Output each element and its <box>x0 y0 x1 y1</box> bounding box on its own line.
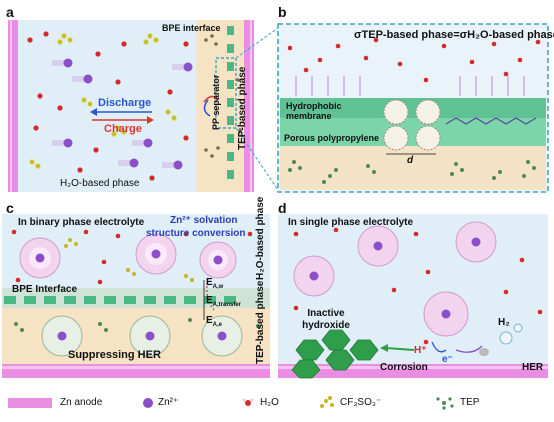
charge-label: Charge <box>104 123 142 135</box>
legend-h2o: H₂O <box>260 397 279 408</box>
panel-d-label: d <box>278 200 287 216</box>
panel-c-title: In binary phase electrolyte <box>18 217 145 228</box>
inactive-hydroxide-hexagons <box>291 329 379 379</box>
legend-tep: TEP <box>460 397 480 408</box>
legend-zn2: Zn²⁺ <box>158 397 179 408</box>
conversion-label-line2: structure conversion <box>146 228 246 239</box>
legend: Zn anode Zn²⁺ H₂O CF₃SO₃⁻ TEP <box>0 390 554 422</box>
corrosion-label: Corrosion <box>380 362 428 373</box>
anion-clusters-a <box>29 33 177 169</box>
anion-clusters-c <box>64 238 194 282</box>
porous-polypropylene-label: Porous polypropylene <box>284 133 380 143</box>
bpe-interface-label: BPE interface <box>162 23 221 33</box>
tep-molecules-c <box>14 318 260 332</box>
energy-transfer-label: EA,transfer <box>206 295 242 309</box>
panel-b: b σTEP-based phase=σH₂O-based phase Hydr… <box>276 0 554 200</box>
charge-arrow <box>92 116 154 124</box>
her-label: HER <box>522 362 544 373</box>
tep-phase-label-a: TEP-based phase <box>237 66 248 150</box>
tep-solvation-shells <box>41 315 243 357</box>
solvation-shells-d <box>293 221 497 337</box>
h2o-phase-label-c: H₂O-based phase <box>255 196 266 280</box>
panel-c-label: c <box>6 200 14 216</box>
zn-ions-a <box>52 58 193 170</box>
water-molecules-c <box>11 229 253 285</box>
pore-diameter-label: d <box>407 155 414 166</box>
h2o-phase-label-a: H₂O-based phase <box>60 178 140 189</box>
panel-a-illustration <box>8 20 279 192</box>
h2-label: H₂ <box>498 317 510 328</box>
energy-e-label: EA,e <box>206 315 223 329</box>
bpe-layer-c <box>4 296 236 304</box>
conductivity-equation: σTEP-based phase=σH₂O-based phase <box>354 29 554 41</box>
conversion-label-line1: Zn²⁺ solvation <box>170 215 238 226</box>
discharge-arrow <box>90 108 152 116</box>
zn-anode-swatch-icon <box>8 398 52 408</box>
inactive-hydroxide-label: Inactive hydroxide <box>302 308 350 331</box>
h-plus-label: H⁺ <box>414 345 427 356</box>
zn-anode-right <box>244 20 254 192</box>
bpe-interface-label-c: BPE Interface <box>12 284 78 295</box>
panel-b-illustration <box>277 23 549 193</box>
panel-d: d In single phase electrolyte Inactive h… <box>276 200 554 386</box>
water-icon <box>242 398 254 406</box>
discharge-label: Discharge <box>98 97 152 109</box>
water-molecules-d <box>293 227 543 345</box>
panel-b-label: b <box>278 4 287 20</box>
water-molecules-a <box>27 31 189 181</box>
suppressing-her-label: Suppressing HER <box>68 349 161 361</box>
triflate-icon <box>320 396 334 408</box>
hydrophobic-membrane-label: Hydrophobic membrane <box>286 101 342 121</box>
pp-separator-label: PP separator <box>211 74 221 130</box>
water-molecules-b <box>287 37 541 83</box>
tep-molecules-b <box>288 160 536 184</box>
legend-cf3so3: CF₃SO₃⁻ <box>340 397 382 408</box>
panel-a-label: a <box>6 4 14 20</box>
legend-zn-anode: Zn anode <box>60 397 103 408</box>
zn-anode-left <box>8 20 18 192</box>
panel-a: a BPE interface PP separator TEP-based p… <box>0 0 279 200</box>
tep-phase-label-c: TEP-based phase <box>255 280 266 364</box>
electron-label: e⁻ <box>442 354 453 365</box>
energy-w-label: EA,w <box>206 277 224 291</box>
panel-d-illustration <box>278 214 548 379</box>
legend-icons <box>8 396 454 410</box>
tep-molecules-a <box>204 34 242 158</box>
panel-d-title: In single phase electrolyte <box>288 217 414 228</box>
h2o-solvation-shells <box>19 233 237 279</box>
zn-ion-icon <box>143 398 153 408</box>
bpe-membrane <box>227 26 234 179</box>
panel-c-illustration <box>2 214 270 378</box>
tep-icon <box>436 397 454 410</box>
panel-c: c In binary phase electrolyte Zn²⁺ solva… <box>0 196 276 386</box>
